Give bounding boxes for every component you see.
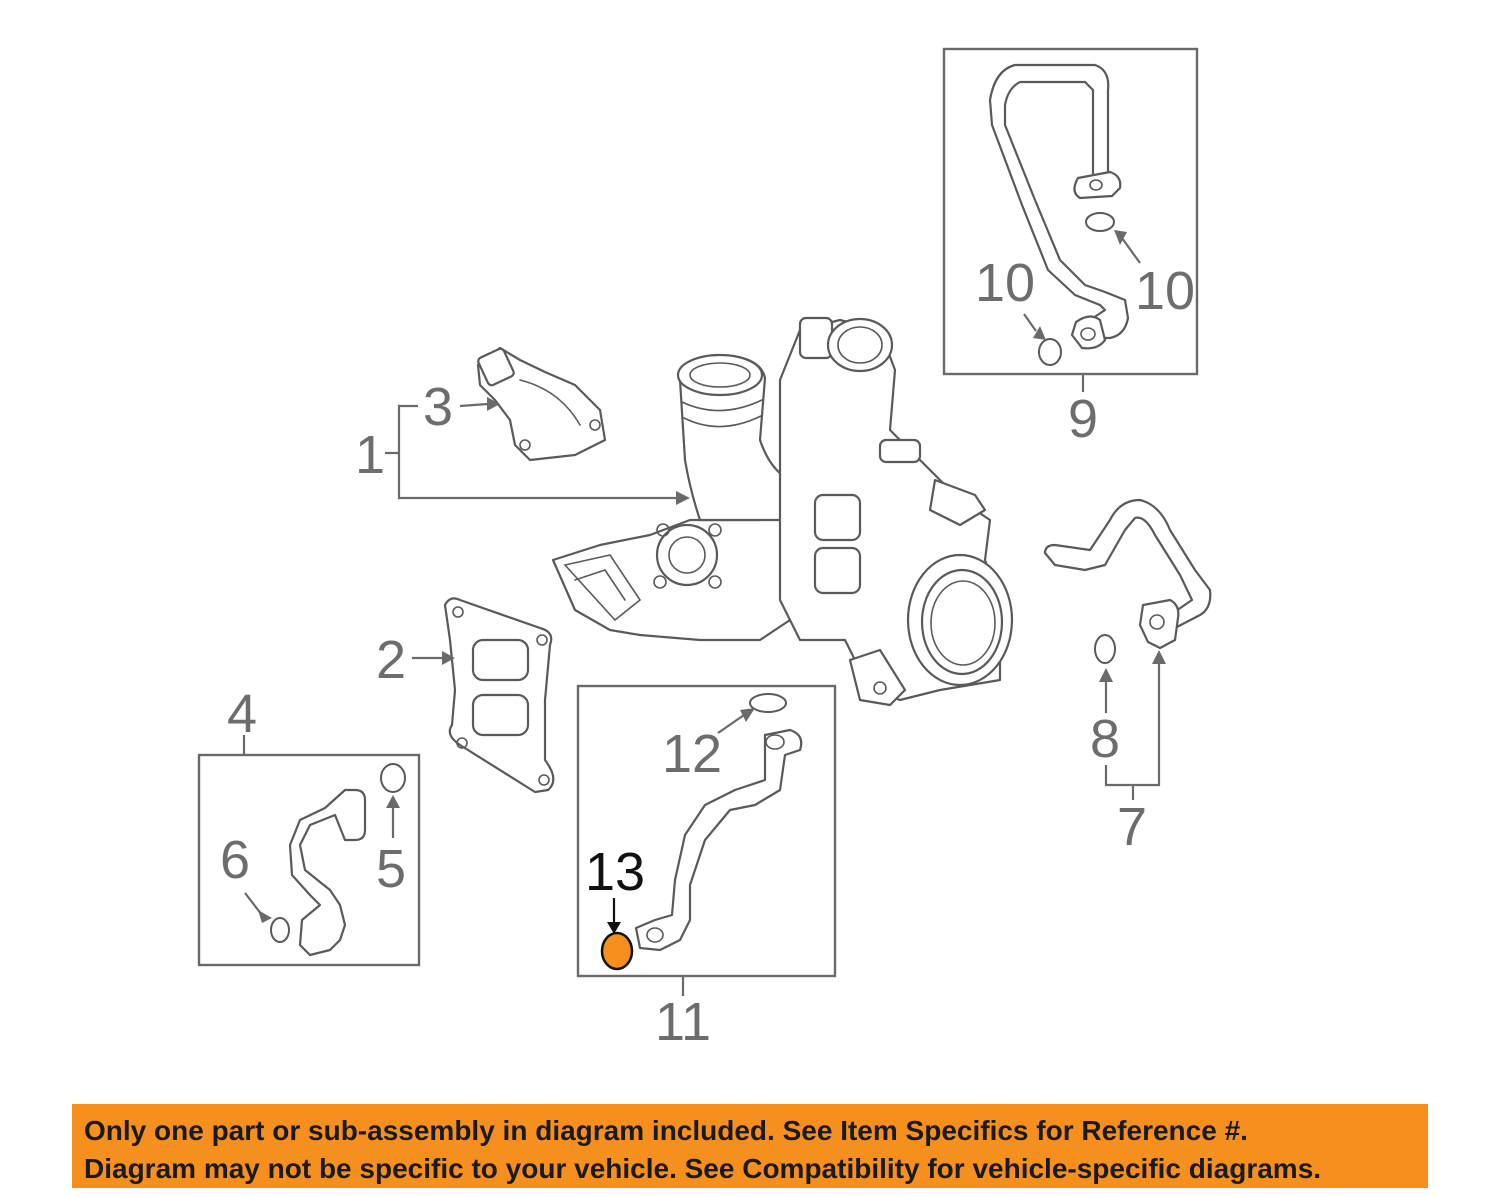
callout-6: 6 — [220, 830, 250, 890]
disclaimer-line-2: Diagram may not be specific to your vehi… — [84, 1153, 1322, 1184]
callout-13: 13 — [585, 842, 645, 902]
oil-line-part-7 — [1043, 498, 1212, 800]
box-part-11 — [576, 684, 837, 996]
callout-10-left: 10 — [975, 253, 1035, 313]
callout-1: 1 — [355, 425, 385, 485]
disclaimer-banner: Only one part or sub-assembly in diagram… — [72, 1104, 1428, 1188]
turbocharger — [551, 316, 1014, 707]
leader-lines — [385, 397, 690, 665]
callout-7: 7 — [1117, 797, 1147, 857]
callout-3: 3 — [423, 377, 453, 437]
callout-12: 12 — [662, 724, 722, 784]
callout-9: 9 — [1068, 389, 1098, 449]
callout-11: 11 — [655, 992, 711, 1052]
disclaimer-line-1: Only one part or sub-assembly in diagram… — [84, 1115, 1248, 1146]
callout-4: 4 — [227, 684, 257, 744]
box-part-4 — [197, 735, 421, 967]
callout-8: 8 — [1090, 709, 1120, 769]
callout-5: 5 — [376, 839, 406, 899]
callout-2: 2 — [376, 630, 406, 690]
callout-10-right: 10 — [1135, 261, 1195, 321]
highlighted-part-13 — [600, 931, 634, 971]
box-part-9 — [942, 47, 1199, 392]
gasket-part-2 — [443, 597, 555, 794]
